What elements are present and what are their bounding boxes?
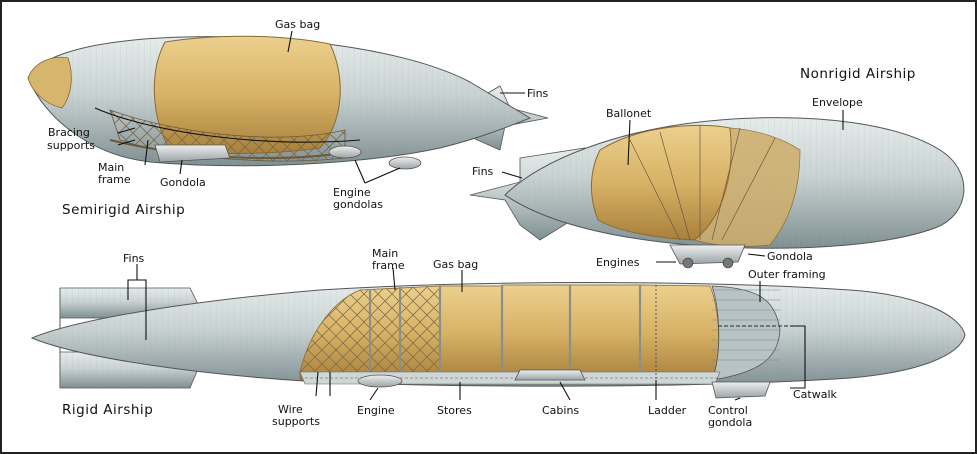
label-engines: Engines xyxy=(596,256,640,269)
label-frame: frame xyxy=(372,259,405,272)
nonrigid-engine xyxy=(682,257,694,269)
label-main: Main xyxy=(372,247,398,260)
label-envelope: Envelope xyxy=(812,96,863,109)
rigid-outer-framing xyxy=(711,285,781,381)
label-frame: frame xyxy=(98,173,131,186)
label-bracing: Bracing xyxy=(48,126,90,139)
semirigid-engine-gondola xyxy=(388,156,422,170)
label-cabins: Cabins xyxy=(542,404,579,417)
label-stores: Stores xyxy=(437,404,472,417)
label-main: Main xyxy=(98,161,124,174)
label-ladder: Ladder xyxy=(648,404,687,417)
semirigid-nose-cap xyxy=(27,56,72,109)
label-control: Control xyxy=(708,404,748,417)
label-fins: Fins xyxy=(123,252,145,265)
label-gas-bag: Gas bag xyxy=(433,258,478,271)
rigid-airship: Fins Main frame Gas bag Outer framing Ri… xyxy=(30,247,966,429)
rigid-gas-bag-cell xyxy=(639,284,719,381)
nonrigid-airship: Nonrigid Airship Ballonet Envelope Fins … xyxy=(469,66,965,269)
semirigid-title: Semirigid Airship xyxy=(62,202,185,218)
nonrigid-engine xyxy=(722,257,734,269)
nonrigid-gondola xyxy=(669,244,746,265)
label-ballonet: Ballonet xyxy=(606,107,652,120)
label-fins: Fins xyxy=(527,87,549,100)
label-fins: Fins xyxy=(472,165,494,178)
label-gas-bag: Gas bag xyxy=(275,18,320,31)
rigid-gas-bag-cell xyxy=(501,284,571,381)
label-catwalk: Catwalk xyxy=(793,388,838,401)
label-wire: Wire xyxy=(278,403,303,416)
label-gondola: gondola xyxy=(708,416,752,429)
label-engine: Engine xyxy=(357,404,395,417)
rigid-gas-bag-cell xyxy=(439,285,503,381)
label-gondola: Gondola xyxy=(160,176,206,189)
label-engine: Engine xyxy=(333,186,371,199)
rigid-gas-bag-cell xyxy=(569,284,641,381)
semirigid-airship: Gas bag Fins Bracing supports Main frame… xyxy=(27,18,549,218)
label-gondola: Gondola xyxy=(767,250,813,263)
rigid-engine xyxy=(357,374,403,388)
semirigid-gondola xyxy=(154,144,231,163)
label-supports: supports xyxy=(47,139,95,152)
rigid-control-gondola xyxy=(711,381,771,399)
label-supports: supports xyxy=(272,415,320,428)
rigid-title: Rigid Airship xyxy=(62,402,153,418)
semirigid-engine-gondola xyxy=(328,145,362,159)
nonrigid-title: Nonrigid Airship xyxy=(800,66,916,82)
label-outer-framing: Outer framing xyxy=(748,268,826,281)
label-gondolas: gondolas xyxy=(333,198,383,211)
rigid-cabins xyxy=(514,369,586,381)
